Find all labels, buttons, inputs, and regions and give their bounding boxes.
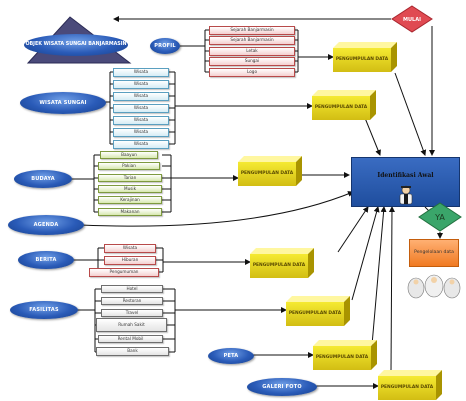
pengumpulan-label: PENGUMPULAN DATA — [333, 48, 391, 72]
wisata-item-3: Wisata — [113, 92, 169, 101]
profil-item-1: Sejarah Banjarmasin — [209, 26, 295, 35]
wisata-item-4: Wisata — [113, 104, 169, 113]
identifikasi-label: Identifikasi Awal — [377, 172, 434, 179]
people-icon — [407, 274, 461, 299]
fasilitas-item-1: Hotel — [101, 285, 163, 293]
wisata-item-6: Wisata — [113, 128, 169, 137]
pengelolaan-data-box: Pengelolaan data — [409, 239, 459, 267]
pengumpulan-data-galeri: PENGUMPULAN DATA — [378, 370, 442, 400]
pengumpulan-label: PENGUMPULAN DATA — [312, 96, 370, 120]
mulai-label: MULAI — [403, 17, 421, 23]
fasilitas-item-2: Restoran — [101, 297, 163, 305]
budaya-oval: BUDAYA — [14, 170, 72, 188]
pengumpulan-data-peta: PENGUMPULAN DATA — [313, 340, 377, 370]
budaya-item-2: Pakian — [98, 162, 160, 170]
fasilitas-item-4: Rumah Sakit — [96, 318, 167, 332]
fasilitas-item-3: Travel — [101, 309, 163, 317]
pengumpulan-data-profil: PENGUMPULAN DATA — [333, 42, 397, 72]
budaya-item-4: Musik — [98, 185, 162, 193]
agenda-oval: AGENDA — [8, 215, 84, 235]
profil-item-4: Sungai — [209, 57, 295, 66]
pengumpulan-label: PENGUMPULAN DATA — [378, 376, 436, 400]
budaya-item-5: Kerajinan — [98, 196, 162, 204]
person-icon — [397, 185, 415, 205]
pengumpulan-data-budaya: PENGUMPULAN DATA — [238, 156, 302, 186]
budaya-item-3: Tarian — [98, 174, 162, 182]
profil-oval: PROFIL — [150, 38, 180, 54]
pengumpulan-data-fasilitas: PENGUMPULAN DATA — [286, 296, 350, 326]
berita-item-1: Wisata — [104, 244, 156, 253]
wisata-sungai-oval: WISATA SUNGAI — [20, 92, 106, 114]
peta-oval: PETA — [208, 348, 254, 364]
diamond-shape: MULAI — [391, 5, 433, 33]
berita-item-3: Pengumuman — [89, 268, 159, 277]
pengumpulan-data-berita: PENGUMPULAN DATA — [250, 248, 314, 278]
fasilitas-item-6: Bank — [96, 347, 169, 356]
wisata-item-1: Wisata — [113, 68, 169, 77]
mulai-decision: MULAI — [391, 5, 433, 33]
pengumpulan-label: PENGUMPULAN DATA — [286, 302, 344, 326]
pengumpulan-data-wisata: PENGUMPULAN DATA — [312, 90, 376, 120]
wisata-item-7: Wisata — [113, 140, 169, 149]
wisata-item-5: Wisata — [113, 116, 169, 125]
berita-item-2: Hiburan — [104, 256, 156, 265]
fasilitas-item-5: Rental Mobil — [98, 335, 163, 343]
profil-item-3: Letak — [209, 47, 295, 56]
wisata-item-2: Wisata — [113, 80, 169, 89]
objek-wisata-label: OBJEK WISATA SUNGAI BANJARMASIN — [24, 34, 128, 56]
budaya-item-1: Baayun — [100, 151, 158, 159]
ya-label: YA — [434, 213, 445, 222]
diamond-shape: YA — [418, 202, 462, 232]
budaya-item-6: Makanan — [98, 208, 162, 216]
galeri-foto-oval: GALERI FOTO — [247, 378, 317, 396]
profil-item-5: Logo — [209, 68, 295, 77]
profil-item-2: Sejarah Banjarmasin — [209, 36, 295, 45]
fasilitas-oval: FASILITAS — [10, 301, 78, 319]
ya-decision: YA — [418, 202, 462, 232]
pengumpulan-label: PENGUMPULAN DATA — [250, 254, 308, 278]
berita-oval: BERITA — [18, 251, 74, 269]
pengumpulan-label: PENGUMPULAN DATA — [313, 346, 371, 370]
pengumpulan-label: PENGUMPULAN DATA — [238, 162, 296, 186]
